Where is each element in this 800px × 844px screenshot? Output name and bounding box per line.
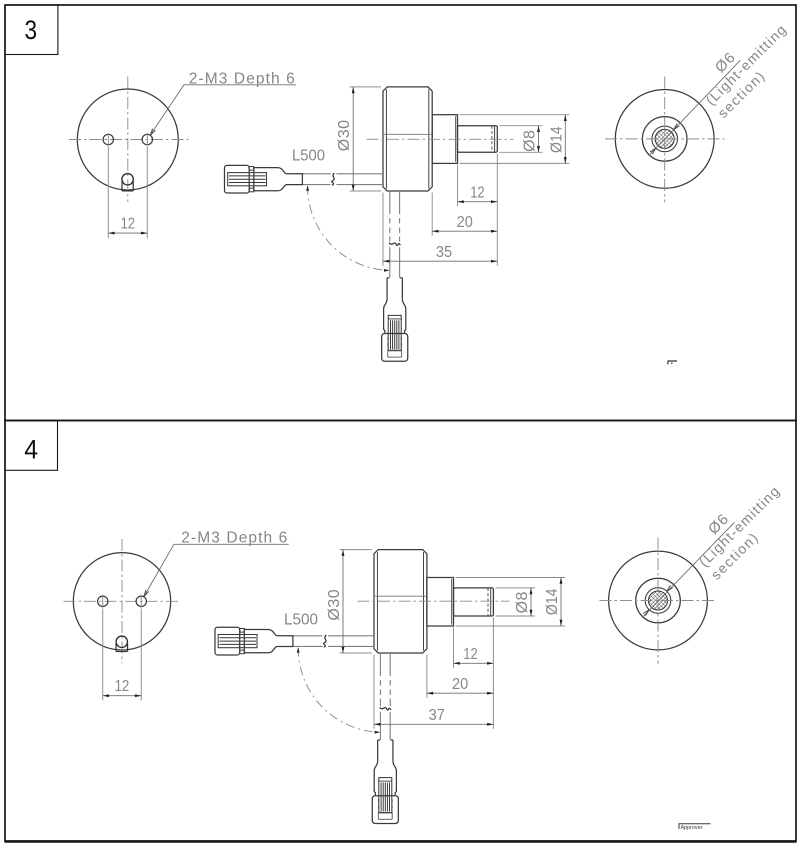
- svg-text:12: 12: [463, 646, 477, 663]
- svg-text:Ø8: Ø8: [522, 130, 539, 152]
- svg-text:Ø8: Ø8: [514, 592, 531, 614]
- svg-text:Ø14: Ø14: [548, 126, 565, 153]
- svg-text:20: 20: [457, 214, 473, 231]
- svg-text:Ø30: Ø30: [336, 120, 353, 151]
- svg-text:2-M3 Depth 6: 2-M3 Depth 6: [189, 71, 295, 88]
- svg-text:2-M3 Depth 6: 2-M3 Depth 6: [181, 530, 287, 547]
- svg-text:Ø14: Ø14: [544, 588, 561, 615]
- svg-text:L500: L500: [284, 612, 318, 629]
- svg-text:Ø30: Ø30: [326, 589, 343, 620]
- svg-text:12: 12: [470, 184, 484, 201]
- svg-text:20: 20: [452, 676, 468, 693]
- svg-text:3: 3: [25, 15, 38, 45]
- svg-text:37: 37: [429, 707, 445, 724]
- svg-text:4: 4: [24, 435, 38, 465]
- svg-text:L500: L500: [292, 148, 325, 165]
- svg-text:Approver: Approver: [681, 825, 703, 831]
- svg-text:12: 12: [115, 678, 129, 695]
- svg-text:12: 12: [121, 216, 135, 233]
- svg-text:35: 35: [436, 244, 452, 261]
